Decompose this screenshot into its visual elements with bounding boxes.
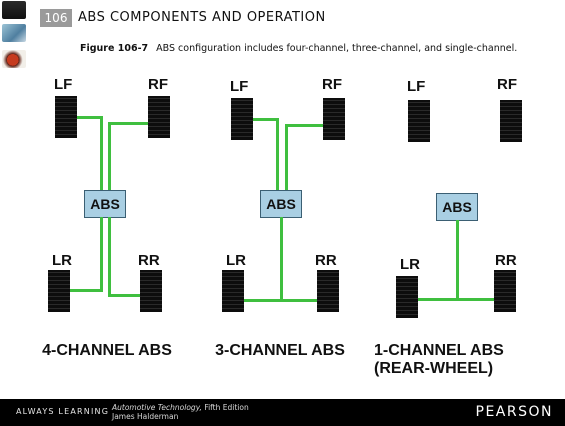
- brake-line: [108, 122, 111, 190]
- config-title-1-channel-line2: (REAR-WHEEL): [374, 360, 494, 377]
- wheel-label-rr: RR: [495, 252, 517, 269]
- wheel-label-rf: RF: [148, 76, 168, 93]
- abs-unit: ABS: [260, 190, 302, 218]
- wheel-label-lr: LR: [226, 252, 246, 269]
- wheel-lf: [231, 98, 253, 140]
- brake-line: [285, 124, 323, 127]
- wheel-rf: [148, 96, 170, 138]
- wheel-lr: [222, 270, 244, 312]
- wheel-rr: [494, 270, 516, 312]
- book-edition: Fifth Edition: [201, 403, 249, 412]
- brake-line: [108, 217, 111, 297]
- wheel-label-lr: LR: [52, 252, 72, 269]
- book-credit: Automotive Technology, Fifth Edition Jam…: [112, 403, 249, 421]
- wheel-rf: [500, 100, 522, 142]
- thumbnail-image: [2, 1, 26, 19]
- footer-bar: ALWAYS LEARNING Automotive Technology, F…: [0, 399, 565, 426]
- wheel-label-lf: LF: [230, 78, 249, 95]
- wheel-label-lf: LF: [407, 78, 426, 95]
- brake-line: [108, 294, 148, 297]
- wheel-label-lf: LF: [54, 76, 73, 93]
- chapter-number: 106: [40, 9, 72, 27]
- brake-line: [77, 116, 101, 119]
- brake-line: [418, 298, 500, 301]
- always-learning-text: ALWAYS LEARNING: [16, 407, 110, 416]
- chapter-title: ABS COMPONENTS AND OPERATION: [78, 10, 326, 25]
- brake-line: [276, 118, 279, 190]
- brake-line: [280, 217, 283, 302]
- thumbnail-image: [2, 50, 26, 68]
- abs-configuration-diagram: LF RF ABS LR RR 4-CHANNEL ABS LF RF ABS …: [30, 66, 545, 396]
- brake-line: [100, 217, 103, 292]
- brake-line: [456, 220, 459, 300]
- wheel-lr: [396, 276, 418, 318]
- caption-text: ABS configuration includes four-channel,…: [156, 43, 518, 54]
- chapter-thumbnails: [0, 0, 28, 72]
- book-title: Automotive Technology,: [112, 403, 202, 412]
- abs-unit: ABS: [436, 193, 478, 221]
- brake-line: [285, 124, 288, 190]
- wheel-label-lr: LR: [400, 256, 420, 273]
- wheel-lf: [408, 100, 430, 142]
- brake-line: [100, 116, 103, 190]
- book-author: James Halderman: [112, 412, 179, 421]
- config-title-4-channel: 4-CHANNEL ABS: [42, 342, 172, 359]
- brake-line: [244, 299, 326, 302]
- figure-label: Figure 106-7: [80, 43, 149, 54]
- config-title-1-channel-line1: 1-CHANNEL ABS: [374, 342, 504, 359]
- publisher-logo: PEARSON: [475, 404, 553, 420]
- wheel-label-rf: RF: [497, 76, 517, 93]
- brake-line: [108, 122, 148, 125]
- wheel-label-rr: RR: [138, 252, 160, 269]
- wheel-rr: [140, 270, 162, 312]
- wheel-label-rf: RF: [322, 76, 342, 93]
- brake-line: [253, 118, 277, 121]
- config-title-3-channel: 3-CHANNEL ABS: [215, 342, 345, 359]
- wheel-rf: [323, 98, 345, 140]
- brake-line: [70, 289, 103, 292]
- thumbnail-image: [2, 24, 26, 42]
- figure-caption: Figure 106-7 ABS configuration includes f…: [80, 43, 517, 54]
- wheel-label-rr: RR: [315, 252, 337, 269]
- wheel-lr: [48, 270, 70, 312]
- abs-unit: ABS: [84, 190, 126, 218]
- wheel-lf: [55, 96, 77, 138]
- wheel-rr: [317, 270, 339, 312]
- config-title-1-channel: 1-CHANNEL ABS (REAR-WHEEL): [374, 342, 534, 378]
